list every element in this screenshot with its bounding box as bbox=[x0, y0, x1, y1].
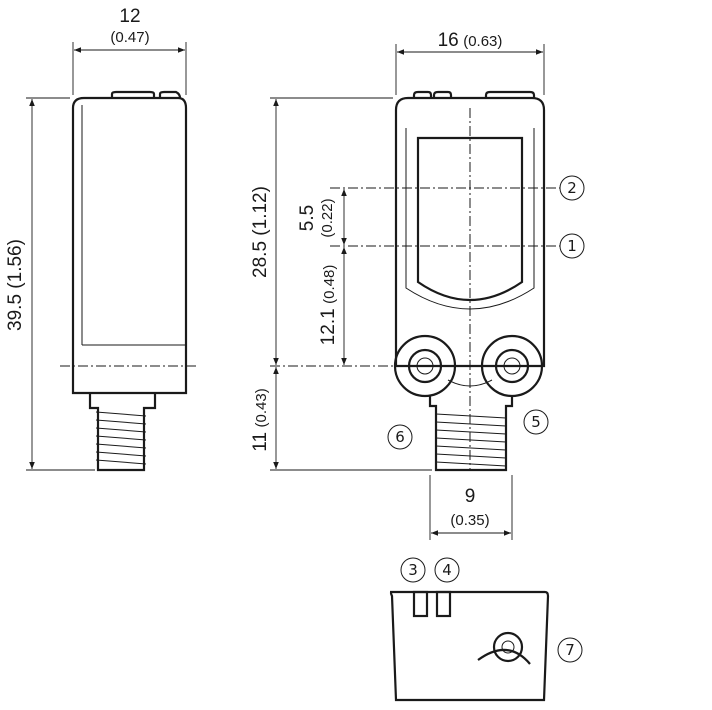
dimension-total-height: 39.5 (1.56) bbox=[5, 97, 95, 471]
axis-to-base-value: 12.1 bbox=[318, 308, 339, 345]
svg-text:12.1 (0.48): 12.1 (0.48) bbox=[318, 265, 339, 346]
dimension-connector-height: 11 (0.43) bbox=[250, 367, 432, 471]
axis-spacing-inch: (0.22) bbox=[319, 198, 336, 237]
svg-text:7: 7 bbox=[565, 641, 575, 659]
svg-text:4: 4 bbox=[442, 561, 452, 579]
total-height-inch: (1.56) bbox=[5, 239, 26, 289]
side-width-inch: (0.47) bbox=[110, 29, 149, 46]
dimension-front-width: 16 (0.63) bbox=[395, 30, 545, 95]
dimension-side-width: 12 (0.47) bbox=[72, 6, 187, 95]
svg-text:5: 5 bbox=[531, 413, 541, 431]
optic-height-inch: (1.12) bbox=[250, 186, 271, 236]
dimension-axis-to-base: 12.1 (0.48) bbox=[318, 247, 347, 365]
cable-gland-left bbox=[393, 334, 457, 398]
callout-7: 7 bbox=[557, 637, 583, 663]
callout-5: 5 bbox=[523, 409, 549, 435]
axis-spacing-value: 5.5 bbox=[297, 205, 318, 231]
svg-text:11 (0.43): 11 (0.43) bbox=[250, 388, 271, 451]
side-view bbox=[60, 90, 196, 472]
dimension-connector-width: 9 (0.35) bbox=[429, 475, 513, 540]
callout-6: 6 bbox=[387, 424, 413, 450]
front-width-inch: (0.63) bbox=[463, 33, 502, 50]
callout-4: 4 bbox=[434, 557, 460, 583]
svg-text:1: 1 bbox=[567, 237, 577, 255]
connector-width-value: 9 bbox=[465, 486, 476, 507]
total-height-value: 39.5 bbox=[5, 294, 26, 331]
svg-text:6: 6 bbox=[395, 428, 405, 446]
svg-text:16 (0.63): 16 (0.63) bbox=[438, 30, 503, 51]
front-view bbox=[270, 90, 560, 472]
svg-text:2: 2 bbox=[567, 179, 577, 197]
connector-height-inch: (0.43) bbox=[253, 388, 270, 427]
connector-width-inch: (0.35) bbox=[450, 512, 489, 529]
callout-2: 2 bbox=[559, 175, 585, 201]
svg-text:28.5 (1.12): 28.5 (1.12) bbox=[250, 186, 271, 278]
side-width-value: 12 bbox=[119, 6, 140, 27]
axis-to-base-inch: (0.48) bbox=[321, 265, 338, 304]
front-width-value: 16 bbox=[438, 30, 459, 51]
svg-text:3: 3 bbox=[408, 561, 418, 579]
callout-3: 3 bbox=[400, 557, 426, 583]
dimension-axis-spacing: 5.5 (0.22) bbox=[297, 189, 347, 245]
optic-height-value: 28.5 bbox=[250, 241, 271, 278]
callout-1: 1 bbox=[559, 233, 585, 259]
svg-text:39.5 (1.56): 39.5 (1.56) bbox=[5, 239, 26, 331]
connector-height-value: 11 bbox=[250, 432, 271, 452]
top-view bbox=[389, 590, 550, 702]
dimension-optic-height: 28.5 (1.12) bbox=[250, 97, 393, 365]
